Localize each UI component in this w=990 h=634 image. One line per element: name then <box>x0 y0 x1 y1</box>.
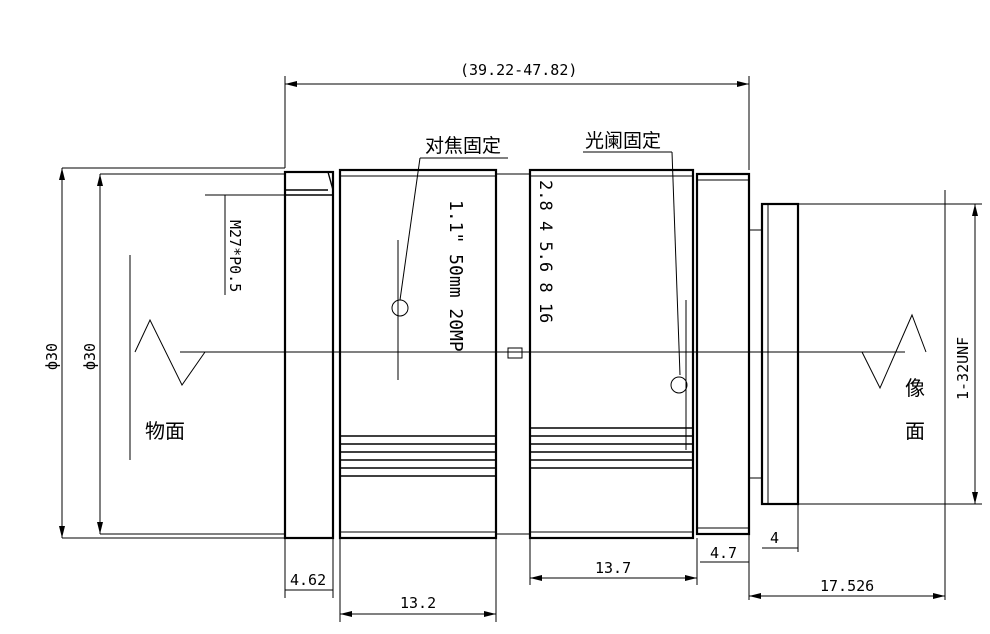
object-plane-label: 物面 <box>145 419 185 443</box>
break-symbol-left <box>134 318 206 386</box>
diameter-dimension-outer <box>59 168 65 538</box>
diameter-inner-label: ф30 <box>81 343 99 370</box>
filter-thread-dimension <box>205 194 285 295</box>
focus-lock-leader <box>399 157 508 301</box>
mount-thread-dimension <box>945 203 982 505</box>
diameter-outer-label: ф30 <box>43 343 61 370</box>
bottom-dimensions <box>284 504 945 622</box>
iris-lock-leader <box>583 151 681 376</box>
break-symbol-right <box>861 313 927 390</box>
dim-4-7-label: 4.7 <box>710 544 737 562</box>
dim-4-label: 4 <box>770 529 779 547</box>
dim-13-2-label: 13.2 <box>400 594 436 612</box>
center-collar <box>496 173 530 535</box>
overall-length-dimension <box>284 76 750 170</box>
mount-thread-label: 1-32UNF <box>954 337 972 400</box>
dim-17-526-label: 17.526 <box>820 577 874 595</box>
aperture-scale: 2.8 4 5.6 8 16 <box>535 180 555 323</box>
diameter-dimension-inner <box>97 174 103 534</box>
front-barrel <box>62 167 335 540</box>
lens-marking: 1.1" 50mm 20MP <box>445 200 466 352</box>
dim-4-62-label: 4.62 <box>290 571 326 589</box>
focus-ring <box>338 168 498 540</box>
image-plane-label-2: 面 <box>905 419 925 443</box>
overall-length-label: (39.22-47.82) <box>460 61 577 79</box>
rear-body <box>695 172 945 536</box>
filter-thread-label: M27*P0.5 <box>226 220 244 292</box>
aperture-ring <box>528 168 695 540</box>
focus-lock-label: 对焦固定 <box>425 135 501 157</box>
iris-lock-label: 光阑固定 <box>585 130 661 152</box>
image-plane-label-1: 像 <box>905 376 925 400</box>
dim-13-7-label: 13.7 <box>595 559 631 577</box>
